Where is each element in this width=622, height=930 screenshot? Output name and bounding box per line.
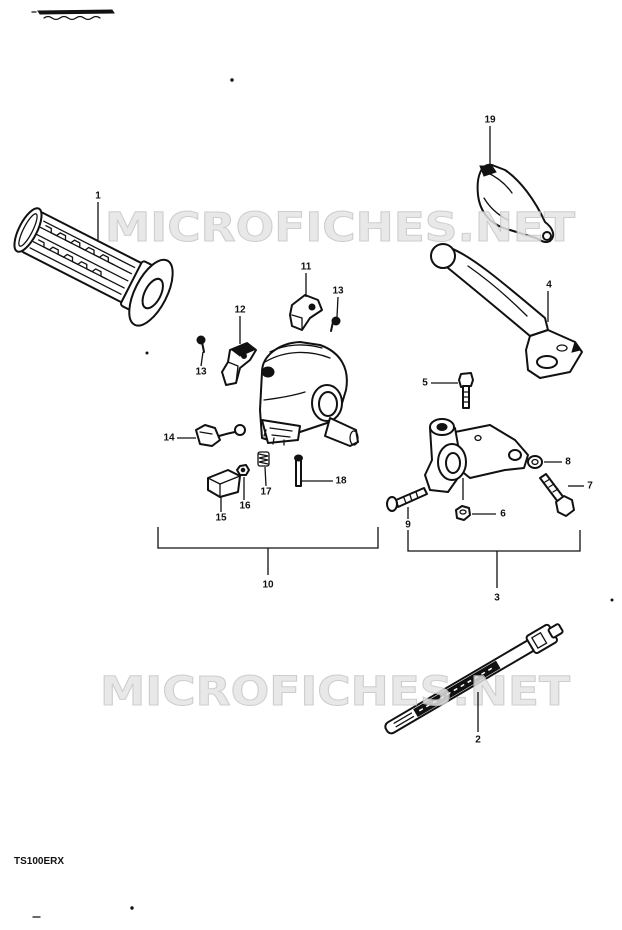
- speck: [130, 906, 134, 910]
- part-screw-18: [294, 454, 303, 487]
- callout-15: 15: [215, 513, 227, 524]
- watermark-top: MICROFICHES.NET: [105, 205, 576, 251]
- part-grip: [13, 207, 174, 327]
- callout-13-upper: 13: [332, 286, 344, 297]
- leader-line: [336, 296, 339, 318]
- part-clamp-11: [289, 294, 323, 331]
- part-bolt-9: [386, 487, 428, 512]
- bracket-10: [157, 527, 379, 575]
- part-lever-boot: [476, 163, 555, 244]
- part-strap: [384, 623, 564, 735]
- callouts: 1 19 4 11 13 12 13 14 16 15 17 18 5 8 7 …: [95, 115, 593, 746]
- part-screw-13-lower: [196, 335, 206, 353]
- watermark-bottom: MICROFICHES.NET: [100, 669, 571, 715]
- callout-5: 5: [422, 378, 428, 389]
- callout-17: 17: [260, 487, 272, 498]
- callout-19: 19: [484, 115, 496, 126]
- callout-6: 6: [500, 509, 506, 520]
- part-nut-6: [455, 505, 471, 521]
- callout-13-lower: 13: [195, 367, 207, 378]
- callout-2: 2: [475, 735, 481, 746]
- callout-18: 18: [335, 476, 347, 487]
- part-block-15: [207, 469, 241, 498]
- leader-line: [200, 351, 204, 367]
- part-bolt-7: [539, 473, 575, 517]
- part-nut-16: [236, 464, 250, 476]
- callout-3: 3: [494, 593, 500, 604]
- callout-7: 7: [587, 481, 593, 492]
- callout-14: 14: [163, 433, 175, 444]
- speck: [145, 351, 149, 355]
- part-switch-housing: [259, 341, 359, 447]
- callout-4: 4: [546, 280, 552, 291]
- callout-1: 1: [95, 191, 101, 202]
- specks: [32, 78, 614, 918]
- part-connector-14: [195, 424, 246, 447]
- callout-11: 11: [301, 262, 312, 273]
- part-lever-perch: [424, 418, 529, 493]
- part-screw-13-upper: [330, 316, 341, 332]
- callout-8: 8: [565, 457, 571, 468]
- callout-9: 9: [405, 520, 411, 531]
- part-clutch-lever: [430, 243, 583, 379]
- speck: [230, 78, 234, 82]
- header-scribble: [31, 9, 115, 21]
- part-clamp-12: [221, 342, 257, 386]
- callout-16: 16: [239, 501, 251, 512]
- model-code: TS100ERX: [14, 856, 64, 867]
- part-spring-17: [257, 451, 270, 467]
- callout-12: 12: [234, 305, 246, 316]
- callout-10: 10: [262, 580, 274, 591]
- leader-line: [264, 466, 267, 487]
- speck: [610, 598, 614, 602]
- part-bolt-5: [458, 372, 474, 409]
- bracket-3: [407, 530, 581, 588]
- leader-lines: [97, 126, 584, 732]
- part-washer-8: [527, 455, 543, 469]
